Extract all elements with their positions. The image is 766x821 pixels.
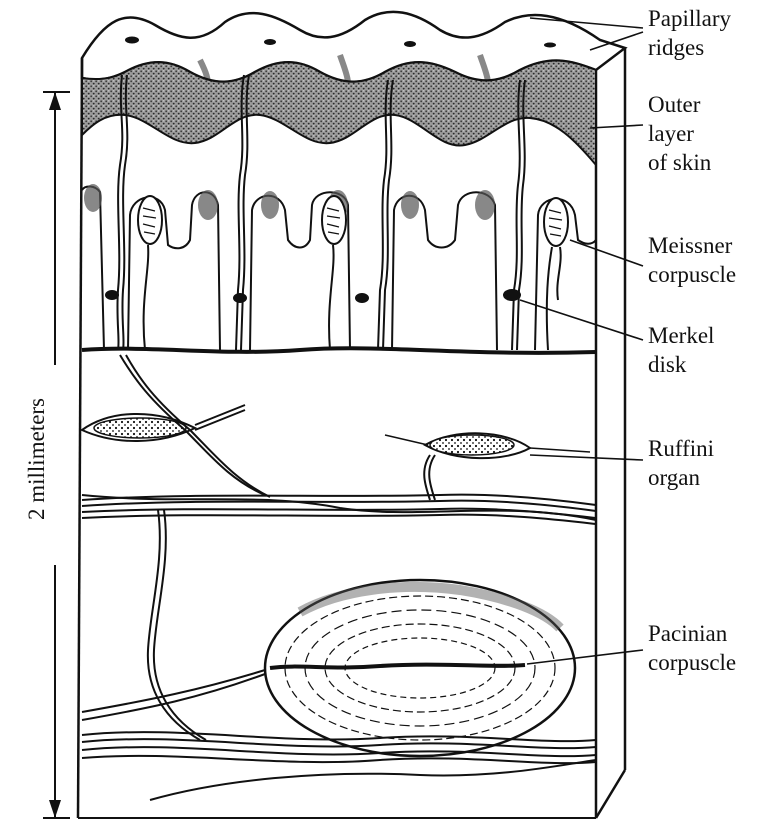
scale-label: 2 millimeters bbox=[24, 398, 49, 520]
meissner-corpuscle bbox=[322, 196, 346, 244]
sweat-pore bbox=[264, 39, 276, 45]
sweat-pore bbox=[404, 41, 416, 47]
leader-outer-layer bbox=[590, 125, 643, 128]
merkel-disk bbox=[105, 290, 119, 300]
dermis-boundary bbox=[82, 348, 596, 353]
structure-labels: Papillary ridges Outer layer of skin Mei… bbox=[648, 6, 738, 675]
label-ruffini-organ: Ruffini organ bbox=[648, 436, 720, 490]
leader-meissner bbox=[570, 240, 643, 266]
merkel-disk bbox=[503, 289, 521, 301]
pacinian-corpuscle bbox=[82, 580, 575, 756]
scale-arrow-top bbox=[49, 92, 61, 110]
block-side-bottom bbox=[596, 770, 625, 818]
sweat-pore bbox=[125, 37, 139, 44]
label-pacinian-corpuscle: Pacinian corpuscle bbox=[648, 621, 736, 675]
scale-arrow-bottom bbox=[49, 800, 61, 818]
block-left-edge bbox=[78, 58, 82, 818]
meissner-corpuscle bbox=[138, 196, 162, 244]
label-outer-layer: Outer layer of skin bbox=[648, 92, 712, 175]
label-meissner-corpuscle: Meissner corpuscle bbox=[648, 233, 738, 287]
ruffini-organs bbox=[82, 405, 590, 458]
merkel-disks bbox=[105, 289, 521, 303]
merkel-disk bbox=[355, 293, 369, 303]
scale-bar: 2 millimeters bbox=[24, 92, 74, 818]
label-papillary-ridges: Papillary ridges bbox=[648, 6, 737, 60]
label-merkel-disk: Merkel disk bbox=[648, 323, 720, 377]
meissner-corpuscle bbox=[544, 198, 568, 246]
sweat-pore bbox=[544, 43, 556, 48]
merkel-disk bbox=[233, 293, 247, 303]
